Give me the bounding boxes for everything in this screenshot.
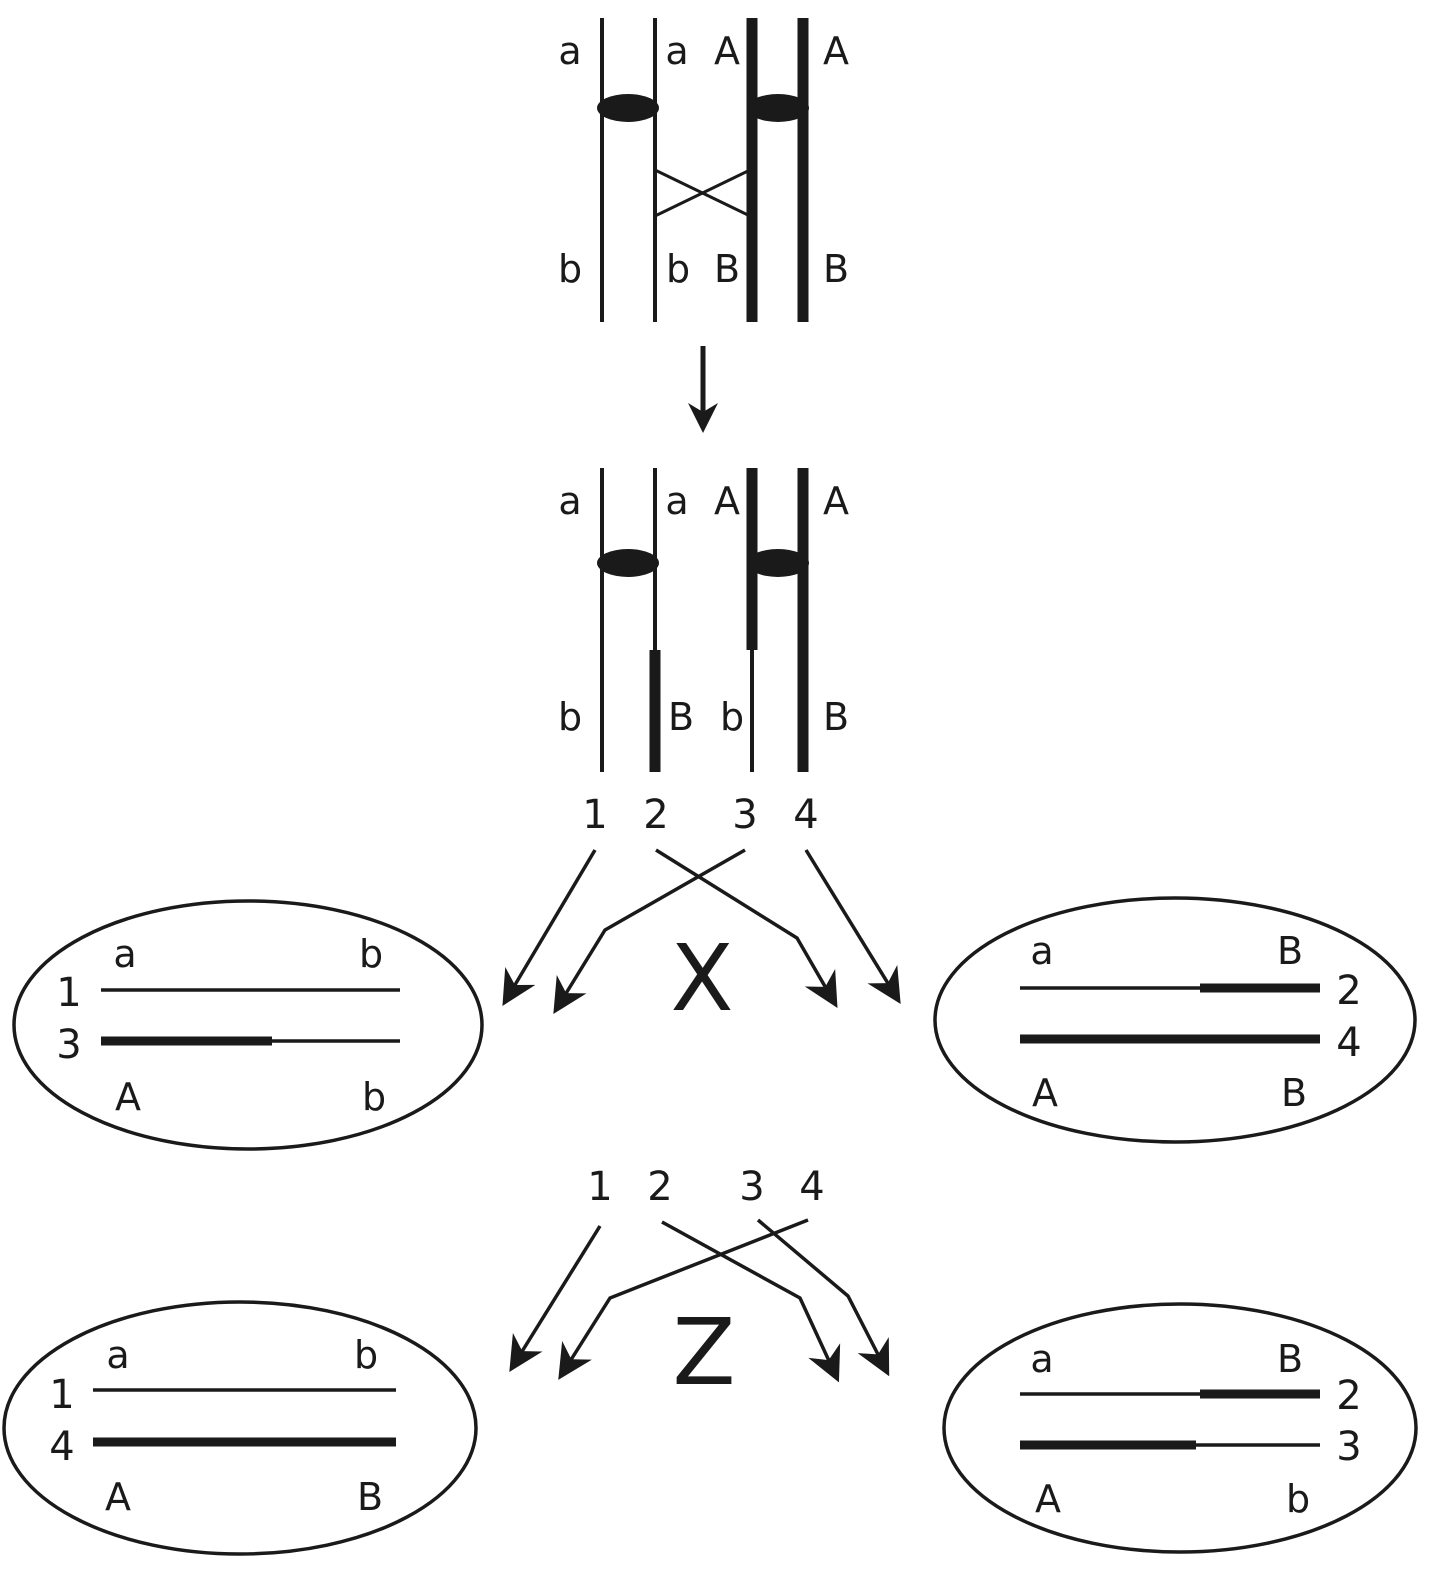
stage1-crossover-line-b (654, 168, 751, 218)
stage1-top-label-4: A (823, 29, 849, 73)
x-arrow-1 (502, 849, 597, 1007)
stage2-bottom-label-2: B (668, 695, 694, 739)
x-arrow-2 (655, 848, 838, 1009)
z-left-strand-number-2: 4 (49, 1424, 74, 1470)
x-right-cell-outline (933, 896, 1417, 1144)
stage2-top-label-4: A (823, 479, 849, 523)
stage2-bottom-label-4: B (823, 695, 849, 739)
z-right-top-label-2: B (1277, 1337, 1303, 1381)
x-left-strand-number-1: 1 (56, 970, 81, 1016)
z-number-1: 1 (587, 1164, 612, 1210)
x-right-strand-number-2: 4 (1336, 1020, 1361, 1066)
division-z: 1 2 3 4 Z a b A B 1 4 a B (2, 1164, 1418, 1556)
z-left-top-label-2: b (354, 1333, 378, 1377)
x-left-strand-number-2: 3 (56, 1022, 81, 1068)
x-left-bottom-label-2: b (362, 1075, 386, 1119)
stage1-centromere-left (597, 94, 659, 122)
stage1-bottom-label-1: b (558, 247, 582, 291)
stage1-centromere-right (747, 94, 809, 122)
stage1-top-label-1: a (558, 29, 581, 73)
z-arrow-1 (509, 1225, 602, 1372)
x-right-bottom-label-1: A (1032, 1071, 1058, 1115)
stage2-centromere-left (597, 549, 659, 577)
z-left-strand-number-1: 1 (49, 1372, 74, 1418)
z-right-bottom-label-2: b (1286, 1477, 1310, 1521)
x-left-cell-outline (12, 899, 484, 1151)
x-right-strand-number-1: 2 (1336, 968, 1361, 1014)
z-left-cell-outline (2, 1300, 478, 1556)
x-left-cell: a b A b 1 3 (12, 899, 484, 1151)
stage1-bottom-label-4: B (823, 247, 849, 291)
x-right-cell: a B A B 2 4 (933, 896, 1417, 1144)
stage2-top-label-3: A (714, 479, 740, 523)
x-arrow-4 (804, 849, 901, 1004)
z-arrow-2 (661, 1220, 841, 1383)
stage2-bottom-label-3: b (720, 695, 744, 739)
division-x-label: X (670, 925, 733, 1032)
z-number-2: 2 (647, 1164, 672, 1210)
stage2-strand-number-2: 2 (643, 792, 668, 838)
stage2-top-label-1: a (558, 479, 581, 523)
z-right-strand-number-2: 3 (1336, 1424, 1361, 1470)
division-z-label: Z (672, 1299, 735, 1406)
z-right-strand-number-1: 2 (1336, 1373, 1361, 1419)
stage2-bottom-label-1: b (558, 695, 582, 739)
z-arrow-3 (756, 1218, 890, 1377)
z-arrow-4 (558, 1218, 809, 1380)
z-number-4: 4 (799, 1164, 824, 1210)
stage2-chromosome-pair: a a A A b B b B 1 2 3 4 (558, 468, 849, 838)
z-right-bottom-label-1: A (1035, 1477, 1061, 1521)
z-right-cell: a B A b 2 3 (942, 1302, 1418, 1554)
stage2-strand-number-4: 4 (793, 792, 818, 838)
x-left-bottom-label-1: A (115, 1075, 141, 1119)
x-right-bottom-label-2: B (1281, 1071, 1307, 1115)
stage2-strand-number-3: 3 (732, 792, 757, 838)
z-number-3: 3 (739, 1164, 764, 1210)
x-right-top-label-2: B (1277, 929, 1303, 973)
z-right-top-label-1: a (1030, 1337, 1053, 1381)
stage1-bottom-label-3: B (714, 247, 740, 291)
stage1-top-label-3: A (714, 29, 740, 73)
stage1-top-label-2: a (665, 29, 688, 73)
z-left-bottom-label-1: A (105, 1475, 131, 1519)
z-right-cell-outline (942, 1302, 1418, 1554)
x-left-top-label-2: b (359, 932, 383, 976)
stage2-centromere-right (747, 549, 809, 577)
division-x: X a b A b 1 3 a B A B 2 4 (12, 848, 1417, 1151)
z-left-cell: a b A B 1 4 (2, 1300, 478, 1556)
stage1-chromosome-pair: a a A A b b B B (558, 18, 849, 322)
x-left-top-label-1: a (113, 932, 136, 976)
z-left-bottom-label-2: B (357, 1475, 383, 1519)
z-left-top-label-1: a (106, 1333, 129, 1377)
stage2-top-label-2: a (665, 479, 688, 523)
stage2-strand-number-1: 1 (582, 792, 607, 838)
stage1-bottom-label-2: b (666, 247, 690, 291)
x-right-top-label-1: a (1030, 929, 1053, 973)
